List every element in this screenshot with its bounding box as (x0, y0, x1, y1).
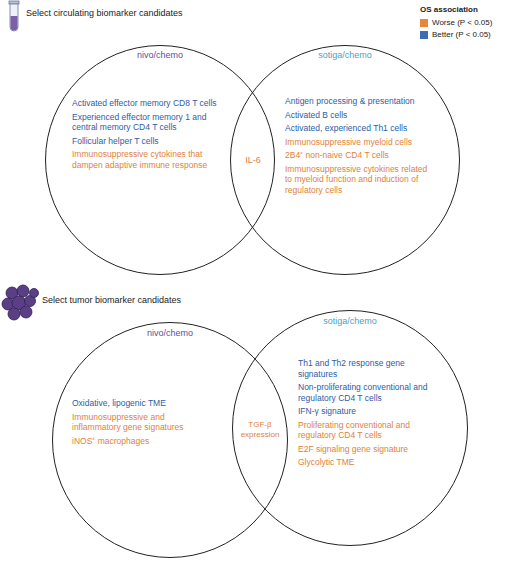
biomarker-item: Immunosuppressive cytokines related to m… (285, 164, 435, 196)
group-heading: sotiga/chemo (232, 316, 468, 327)
venn-circle: sotiga/chemoAntigen processing & present… (230, 45, 460, 275)
shared-marker: IL-6 (236, 155, 270, 166)
biomarker-item: Oxidative, lipogenic TME (72, 398, 212, 409)
biomarker-item: Activated, experienced Th1 cells (285, 123, 435, 134)
shared-marker: TGF-β expression (238, 420, 282, 440)
test-tube-icon (9, 1, 19, 31)
group-heading: sotiga/chemo (230, 50, 460, 61)
venn-circle: nivo/chemoOxidative, lipogenic TME Immuno… (52, 322, 288, 558)
group-heading: nivo/chemo (45, 50, 275, 61)
biomarker-item: Follicular helper T cells (72, 136, 222, 147)
biomarker-item: Immunosuppressive cytokines that dampen … (72, 149, 222, 170)
circle-outline (53, 323, 288, 558)
biomarker-item: Immunosuppressive myeloid cells (285, 137, 435, 148)
legend-entry: Worse (P < 0.05) (420, 18, 492, 28)
biomarker-item: Activated effector memory CD8 T cells (72, 98, 222, 109)
biomarker-item: Glycolytic TME (298, 457, 438, 468)
biomarker-item: Non-proliferating conventional and regul… (298, 382, 438, 403)
venn-circle: nivo/chemoActivated effector memory CD8 … (45, 45, 275, 275)
legend-label: Better (P < 0.05) (432, 30, 491, 40)
biomarker-item: Immunosuppressive and inflammatory gene … (72, 412, 212, 433)
biomarker-list: Antigen processing & presentationActivat… (285, 96, 435, 198)
group-heading: nivo/chemo (52, 328, 288, 339)
biomarker-item: Activated B cells (285, 110, 435, 121)
legend-entry: Better (P < 0.05) (420, 30, 491, 40)
tumor-icon (2, 285, 39, 320)
circle-outline (46, 46, 275, 275)
biomarker-list: Oxidative, lipogenic TME Immunosuppressiv… (72, 398, 212, 449)
legend-swatch (420, 19, 428, 27)
circle-outline (231, 46, 460, 275)
section-title: Select circulating biomarker candidates (26, 8, 326, 19)
biomarker-item: Experienced effector memory 1 and centra… (72, 112, 222, 133)
biomarker-item: Antigen processing & presentation (285, 96, 435, 107)
legend-heading: OS association (420, 4, 516, 15)
circle-outline (233, 311, 468, 546)
biomarker-item: IFN-γ signature (298, 406, 438, 417)
biomarker-item: Proliferating conventional and regulator… (298, 420, 438, 441)
biomarker-item: E2F signaling gene signature (298, 444, 438, 455)
biomarker-list: Th1 and Th2 response gene signaturesNon-… (298, 358, 438, 471)
biomarker-list: Activated effector memory CD8 T cellsExp… (72, 98, 222, 173)
biomarker-item: iNOS⁺ macrophages (72, 436, 212, 447)
section-title: Select tumor biomarker candidates (42, 295, 342, 306)
legend-swatch (420, 31, 428, 39)
legend-label: Worse (P < 0.05) (432, 18, 492, 28)
biomarker-item: Th1 and Th2 response gene signatures (298, 358, 438, 379)
biomarker-item: 2B4⁺ non-naive CD4 T cells (285, 150, 435, 161)
